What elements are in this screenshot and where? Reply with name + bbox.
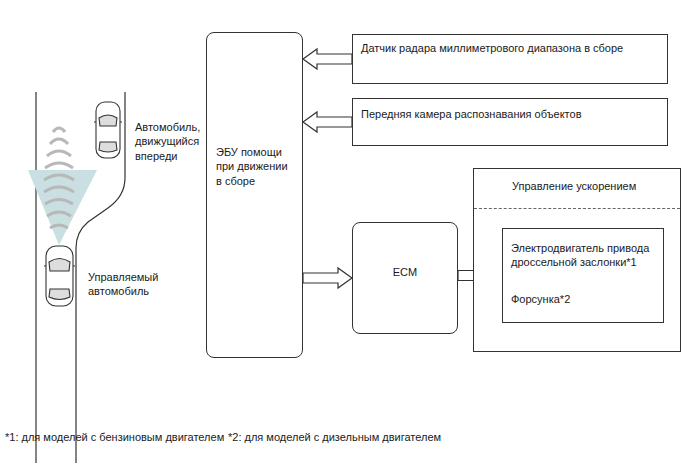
node-text: Управление ускорением xyxy=(512,179,674,193)
control-group: Управление ускорениемЭлектродвигатель пр… xyxy=(473,168,681,352)
actuator-box: Электродвигатель привода дроссельной зас… xyxy=(502,228,664,323)
radar-waves xyxy=(44,128,74,228)
car-ahead xyxy=(94,102,122,158)
vehicle-label: Управляемый автомобиль xyxy=(88,270,198,299)
own-car xyxy=(44,246,75,306)
road-edge xyxy=(35,92,36,463)
footnote: *1: для моделей с бензиновым двигателем xyxy=(5,430,235,444)
ecu-box: ЭБУ помощи при движении в сборе xyxy=(206,32,303,358)
dashed-separator xyxy=(474,208,680,209)
node-text: Электродвигатель привода дроссельной зас… xyxy=(511,241,655,270)
block-arrow xyxy=(303,49,352,69)
node-text: ЭБУ помощи при движении в сборе xyxy=(216,145,296,188)
ecm-box: ECM xyxy=(352,222,458,334)
node-text: Передняя камера распознавания объектов xyxy=(361,107,659,121)
block-arrow xyxy=(303,112,352,132)
node-text: ECM xyxy=(357,265,453,279)
node-subtext: Форсунка*2 xyxy=(511,292,655,306)
vehicle-label: Автомобиль, движущийся впереди xyxy=(135,120,205,163)
footnote: *2: для моделей с дизельным двигателем xyxy=(228,430,468,444)
sensor-box: Датчик радара миллиметрового диапазона в… xyxy=(352,34,668,84)
node-text: Датчик радара миллиметрового диапазона в… xyxy=(361,41,627,55)
block-arrow xyxy=(303,268,352,288)
camera-box: Передняя камера распознавания объектов xyxy=(352,98,668,146)
radar-beam xyxy=(28,170,97,245)
